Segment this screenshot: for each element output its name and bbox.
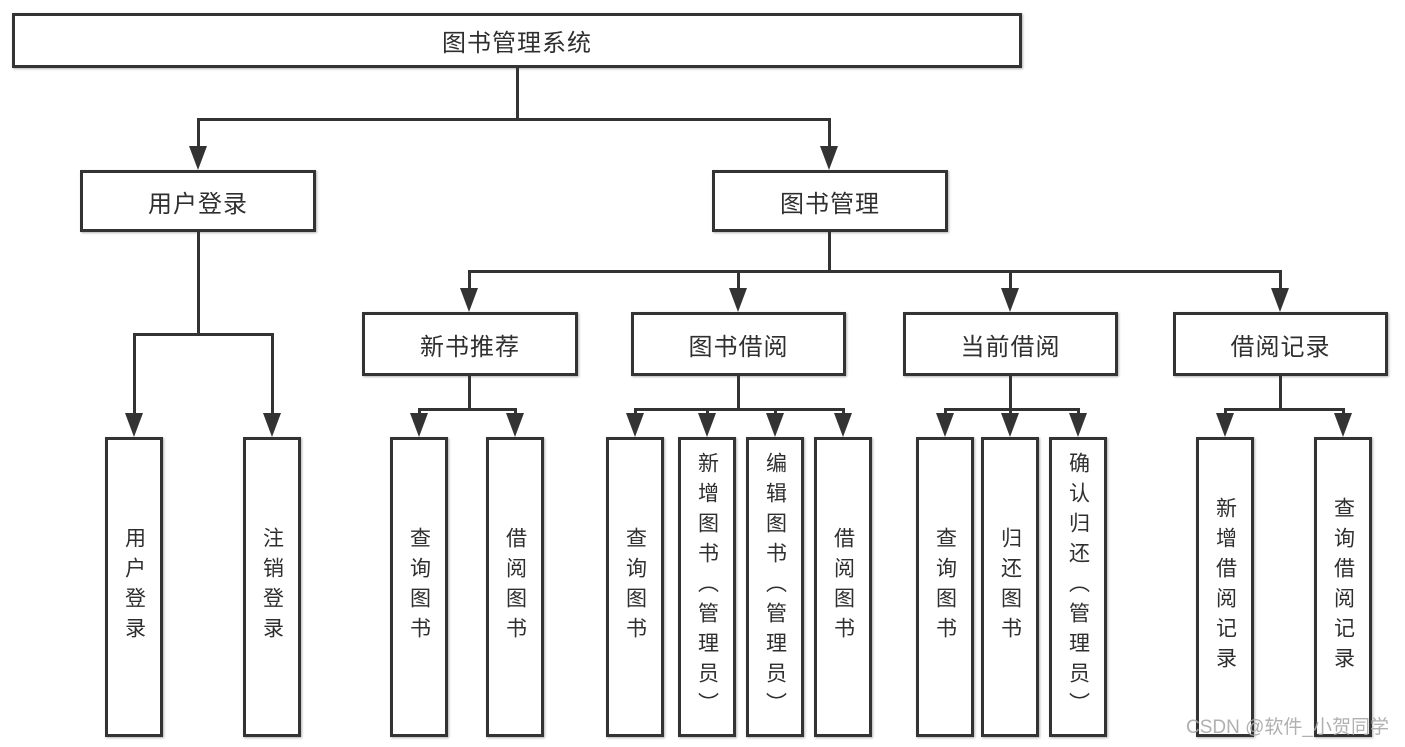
arrowhead-down-icon — [1001, 413, 1019, 437]
connector-line — [514, 408, 517, 416]
connector-line — [828, 232, 831, 270]
arrowhead-down-icon — [766, 413, 784, 437]
connector-line — [1224, 408, 1227, 416]
connector-line — [1279, 270, 1282, 290]
arrowhead-down-icon — [698, 413, 716, 437]
arrowhead-down-icon — [936, 413, 954, 437]
node-label: 借阅图书 — [831, 527, 855, 647]
node-leaf-add-book-admin: 新增图书（管理员） — [678, 437, 736, 737]
node-library-management-system: 图书管理系统 — [12, 13, 1022, 68]
connector-line — [1009, 376, 1012, 408]
node-leaf-user-login: 用户登录 — [105, 437, 163, 737]
node-user-login: 用户登录 — [80, 170, 316, 232]
node-label: 确认归还（管理员） — [1066, 452, 1090, 722]
node-new-book-recommendation: 新书推荐 — [362, 312, 578, 376]
node-label: 查询借阅记录 — [1331, 497, 1355, 677]
connector-line — [516, 68, 519, 118]
arrowhead-down-icon — [1271, 288, 1289, 312]
arrowhead-down-icon — [410, 413, 428, 437]
node-label: 新增图书（管理员） — [695, 452, 719, 722]
arrowhead-down-icon — [729, 288, 747, 312]
connector-line — [197, 118, 200, 150]
arrowhead-down-icon — [834, 413, 852, 437]
connector-line — [737, 376, 740, 408]
node-label: 用户登录 — [148, 190, 248, 218]
node-label: 查询图书 — [407, 527, 431, 647]
node-leaf-edit-book-admin: 编辑图书（管理员） — [746, 437, 804, 737]
connector-line — [706, 408, 709, 416]
node-book-management: 图书管理 — [712, 170, 948, 232]
node-label: 用户登录 — [122, 527, 146, 647]
node-leaf-query-books-borrowing: 查询图书 — [606, 437, 664, 737]
connector-line — [774, 408, 777, 416]
node-label: 注销登录 — [260, 527, 284, 647]
node-leaf-query-borrow-record: 查询借阅记录 — [1314, 437, 1372, 737]
arrowhead-down-icon — [506, 413, 524, 437]
connector-line — [418, 408, 421, 416]
arrowhead-down-icon — [626, 413, 644, 437]
node-label: 编辑图书（管理员） — [763, 452, 787, 722]
connector-line — [842, 408, 845, 416]
node-borrowing-records: 借阅记录 — [1173, 312, 1388, 376]
connector-line — [468, 270, 471, 290]
connector-line — [944, 408, 1080, 411]
connector-line — [944, 408, 947, 416]
node-book-borrowing: 图书借阅 — [631, 312, 846, 376]
node-label: 图书管理系统 — [442, 30, 592, 57]
connector-line — [634, 408, 845, 411]
connector-line — [1009, 408, 1012, 416]
node-label: 新书推荐 — [420, 333, 520, 361]
node-current-borrowing: 当前借阅 — [903, 312, 1118, 376]
node-label: 图书管理 — [780, 190, 880, 218]
node-leaf-confirm-return-admin: 确认归还（管理员） — [1049, 437, 1107, 737]
arrowhead-down-icon — [820, 146, 838, 170]
node-leaf-logout: 注销登录 — [243, 437, 301, 737]
arrowhead-down-icon — [460, 288, 478, 312]
node-leaf-return-books: 归还图书 — [981, 437, 1039, 737]
csdn-watermark: CSDN @软件_小贺同学 — [1186, 717, 1389, 738]
connector-line — [468, 376, 471, 408]
arrowhead-down-icon — [1069, 413, 1087, 437]
connector-line — [271, 333, 274, 415]
node-label: 查询图书 — [623, 527, 647, 647]
node-leaf-borrow-books-recommend: 借阅图书 — [486, 437, 544, 737]
node-label: 归还图书 — [998, 527, 1022, 647]
connector-line — [1224, 408, 1345, 411]
arrowhead-down-icon — [125, 413, 143, 437]
node-leaf-borrow-books-borrowing: 借阅图书 — [814, 437, 872, 737]
connector-line — [1077, 408, 1080, 416]
connector-line — [1279, 376, 1282, 408]
connector-line — [133, 333, 136, 415]
connector-line — [1342, 408, 1345, 416]
arrowhead-down-icon — [1216, 413, 1234, 437]
connector-line — [197, 118, 831, 121]
connector-line — [737, 270, 740, 290]
node-label: 当前借阅 — [960, 333, 1061, 361]
connector-line — [468, 270, 1282, 273]
arrowhead-down-icon — [1334, 413, 1352, 437]
node-leaf-query-books-recommend: 查询图书 — [390, 437, 448, 737]
node-label: 借阅记录 — [1230, 333, 1331, 361]
connector-line — [634, 408, 637, 416]
arrowhead-down-icon — [189, 146, 207, 170]
arrowhead-down-icon — [1001, 288, 1019, 312]
node-leaf-add-borrow-record: 新增借阅记录 — [1196, 437, 1254, 737]
node-label: 图书借阅 — [688, 333, 789, 361]
connector-line — [828, 118, 831, 150]
node-label: 借阅图书 — [503, 527, 527, 647]
connector-line — [197, 232, 200, 333]
node-label: 新增借阅记录 — [1213, 497, 1237, 677]
connector-line — [133, 333, 274, 336]
connector-line — [1009, 270, 1012, 290]
connector-line — [418, 408, 517, 411]
arrowhead-down-icon — [263, 413, 281, 437]
node-label: 查询图书 — [933, 527, 957, 647]
node-leaf-query-books-current: 查询图书 — [916, 437, 974, 737]
